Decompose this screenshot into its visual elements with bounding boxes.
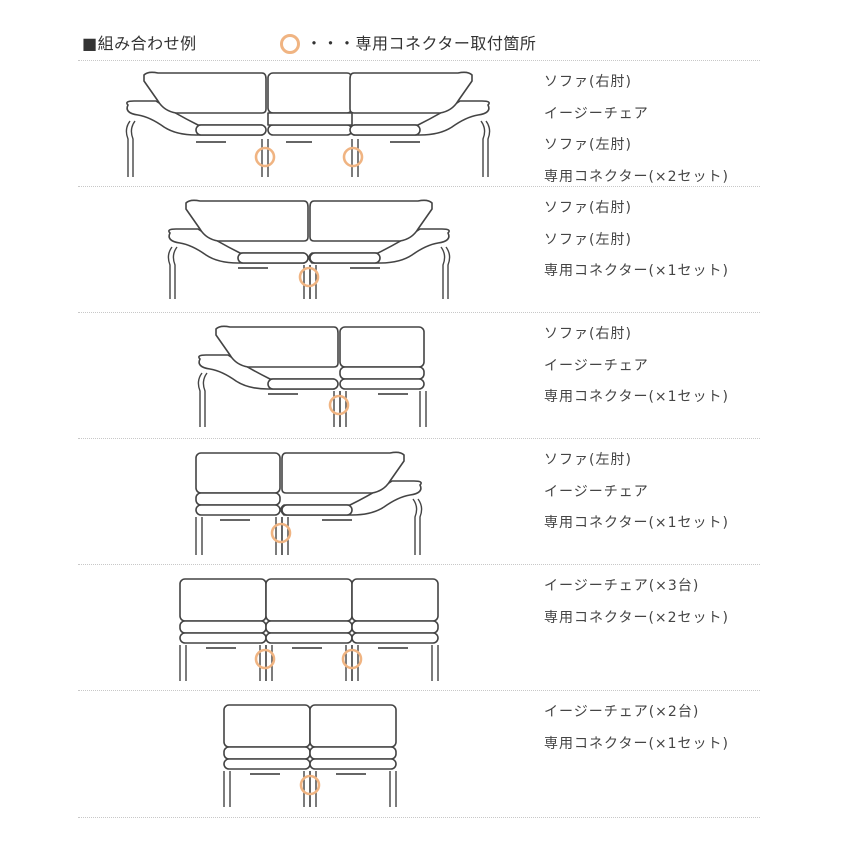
sofa-right-arm	[197, 325, 341, 427]
easy-chair	[339, 326, 427, 427]
easy-chair-middle	[267, 72, 353, 143]
combination-row-4: ソファ(左肘) イージーチェア 専用コネクター(×1セット)	[78, 438, 760, 565]
connector-ring-icon	[342, 146, 364, 168]
combination-row-6: イージーチェア(×2台) 専用コネクター(×1セット)	[78, 690, 760, 818]
easy-chair	[265, 578, 353, 681]
item-label: ソファ(右肘)	[544, 326, 632, 342]
sofa-combination-drawing-5	[179, 578, 439, 681]
item-label: イージーチェア	[544, 357, 649, 374]
item-label: イージーチェア	[544, 483, 649, 500]
item-label: 専用コネクター(×1セット)	[544, 389, 730, 405]
connector-ring-icon	[254, 146, 276, 168]
easy-chair	[195, 452, 283, 555]
sofa-right-arm	[167, 199, 311, 299]
item-list: イージーチェア(×3台) 専用コネクター(×2セット)	[544, 571, 729, 634]
sofa-right-arm	[125, 71, 269, 177]
sofa-left-arm	[308, 199, 451, 299]
item-label: 専用コネクター(×1セット)	[544, 263, 730, 279]
item-label: イージーチェア(×2台)	[544, 704, 700, 720]
sofa-combination-drawing-4	[195, 451, 423, 555]
easy-chair	[351, 578, 439, 681]
sofa-combination-drawing-3	[197, 325, 427, 427]
item-label: イージーチェア	[544, 105, 649, 122]
sofa-combination-drawing-2	[167, 199, 451, 299]
item-label: ソファ(左肘)	[544, 137, 632, 153]
sofa-left-arm	[280, 451, 423, 555]
page-title: ■組み合わせ例	[82, 34, 197, 53]
item-label: ソファ(右肘)	[544, 200, 632, 216]
connector-ring-icon	[341, 648, 363, 670]
combination-row-2: ソファ(右肘) ソファ(左肘) 専用コネクター(×1セット)	[78, 186, 760, 313]
connector-ring-icon	[298, 266, 320, 288]
combination-row-5: イージーチェア(×3台) 専用コネクター(×2セット)	[78, 564, 760, 691]
item-label: ソファ(左肘)	[544, 452, 632, 468]
item-label: ソファ(左肘)	[544, 231, 632, 248]
item-list: イージーチェア(×2台) 専用コネクター(×1セット)	[544, 697, 729, 760]
easy-chair	[223, 704, 311, 807]
connector-ring-icon	[280, 34, 300, 54]
combination-row-3: ソファ(右肘) イージーチェア 専用コネクター(×1セット)	[78, 312, 760, 439]
easy-chair	[179, 578, 267, 681]
sofa-left-arm	[349, 71, 491, 177]
combination-row-1: ソファ(右肘) イージーチェア ソファ(左肘) 専用コネクター(×2セット)	[78, 60, 760, 187]
connector-ring-icon	[328, 394, 350, 416]
item-label: 専用コネクター(×1セット)	[544, 735, 730, 752]
item-list: ソファ(右肘) イージーチェア ソファ(左肘) 専用コネクター(×2セット)	[544, 67, 729, 193]
item-label: 専用コネクター(×1セット)	[544, 515, 730, 531]
item-label: 専用コネクター(×2セット)	[544, 609, 730, 626]
connector-ring-icon	[270, 522, 292, 544]
header: ■組み合わせ例 ・・・専用コネクター取付箇所	[82, 32, 762, 56]
item-list: ソファ(右肘) イージーチェア 専用コネクター(×1セット)	[544, 319, 729, 414]
item-label: イージーチェア(×3台)	[544, 578, 700, 594]
legend-text: ・・・専用コネクター取付箇所	[306, 34, 537, 53]
easy-chair	[309, 704, 397, 807]
item-list: ソファ(左肘) イージーチェア 専用コネクター(×1セット)	[544, 445, 729, 540]
sofa-combination-drawing-6	[223, 704, 397, 807]
sofa-combination-drawing-1	[125, 71, 491, 177]
item-label: ソファ(右肘)	[544, 74, 632, 90]
connector-ring-icon	[254, 648, 276, 670]
item-label: 専用コネクター(×2セット)	[544, 168, 730, 185]
item-list: ソファ(右肘) ソファ(左肘) 専用コネクター(×1セット)	[544, 193, 729, 288]
connector-ring-icon	[299, 774, 321, 796]
